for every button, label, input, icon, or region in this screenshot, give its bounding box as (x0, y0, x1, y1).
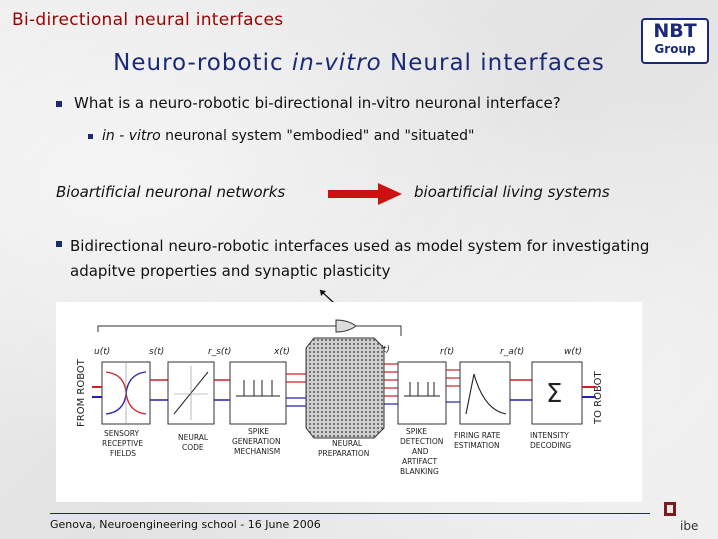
cursor-arrow-icon (319, 289, 335, 304)
signal-w: w(t) (564, 347, 582, 357)
label-intensity-1: INTENSITY (530, 431, 569, 440)
bullet-interfaces-text: Bidirectional neuro-robotic interfaces u… (70, 237, 650, 280)
connector-6-7 (510, 379, 532, 401)
sub-bullet-text: in - vitro neuronal system "embodied" an… (102, 128, 474, 144)
footer-text: Genova, Neuroengineering school - 16 Jun… (50, 518, 321, 531)
ibe-logo-text: ibe (680, 519, 698, 533)
label-spike-det-1: SPIKE (406, 427, 427, 436)
signal-u: u(t) (94, 347, 110, 357)
label-sensory-1: SENSORY (104, 429, 140, 438)
from-robot-label: FROM ROBOT (76, 358, 87, 427)
label-firing-rate-2: ESTIMATION (454, 441, 500, 450)
label-neural-code-1: NEURAL (178, 433, 209, 442)
spike-generation-block (229, 361, 287, 425)
label-neural-prep-1: NEURAL (332, 439, 363, 448)
sensory-block (101, 361, 151, 425)
title-part-2: in-vitro (291, 50, 382, 76)
feedback-gate (335, 319, 357, 333)
label-neural-prep-2: PREPARATION (318, 449, 369, 458)
bioartificial-systems-label: bioartificial living systems (414, 183, 610, 201)
feedback-line (97, 325, 336, 332)
ibe-logo: ibe (664, 502, 698, 533)
input-arrows (92, 386, 102, 398)
label-spike-gen-3: MECHANISM (234, 447, 280, 456)
block-diagram-figure: FROM ROBOT TO ROBOT u(t) s(t) r_s(t) x(t… (56, 302, 642, 502)
corner-title: Bi-directional neural interfaces (12, 10, 284, 30)
label-spike-det-2: DETECTION (400, 437, 443, 446)
output-arrows (582, 386, 596, 398)
slide-title: Neuro-robotic in-vitro Neural interfaces (0, 50, 718, 76)
title-part-3: Neural interfaces (381, 50, 605, 76)
bullet-square-icon (56, 101, 62, 107)
label-intensity-2: DECODING (530, 441, 571, 450)
sub-bullet-italic: in - vitro (102, 128, 161, 144)
connector-2-3 (214, 379, 230, 401)
label-spike-gen-2: GENERATION (232, 437, 281, 446)
connector-1-2 (150, 379, 168, 401)
title-part-1: Neuro-robotic (113, 50, 292, 76)
label-sensory-3: FIELDS (110, 449, 136, 458)
footer-divider (50, 513, 650, 514)
neural-preparation-block (305, 337, 385, 439)
signal-s: s(t) (149, 347, 164, 357)
sigma-symbol: Σ (546, 379, 562, 409)
connector-5-6 (446, 369, 460, 403)
logo-line-1: NBT (653, 20, 697, 42)
bullet-question-text: What is a neuro-robotic bi-directional i… (74, 94, 561, 112)
label-spike-det-3: AND (412, 447, 429, 456)
signal-ra: r_a(t) (500, 347, 524, 357)
connector-4-5 (384, 363, 398, 405)
label-firing-rate-1: FIRING RATE (454, 431, 501, 440)
label-spike-gen-1: SPIKE (248, 427, 269, 436)
label-spike-det-4: ARTIFACT (402, 457, 437, 466)
label-sensory-2: RECEPTIVE (102, 439, 143, 448)
sub-bullet-rest: neuronal system "embodied" and "situated… (160, 128, 475, 144)
signal-x: x(t) (273, 347, 290, 357)
label-neural-code-2: CODE (182, 443, 204, 452)
connector-3-4 (286, 373, 306, 407)
label-spike-det-5: BLANKING (400, 467, 439, 476)
signal-r: r(t) (440, 347, 454, 357)
sub-bullet-square-icon (88, 134, 93, 139)
block-diagram-svg: FROM ROBOT TO ROBOT u(t) s(t) r_s(t) x(t… (76, 319, 604, 476)
nbt-group-logo: NBT Group (641, 18, 709, 64)
right-arrow-icon (328, 183, 402, 205)
intensity-decoding-block: Σ (531, 361, 583, 425)
bioartificial-networks-label: Bioartificial neuronal networks (56, 183, 286, 201)
firing-rate-block (459, 361, 511, 425)
logo-line-2: Group (654, 42, 696, 56)
signal-rs: r_s(t) (208, 347, 231, 357)
to-robot-label: TO ROBOT (593, 370, 604, 425)
neural-code-block (167, 361, 215, 425)
spike-detection-block (397, 361, 447, 425)
bullet-square-icon (56, 241, 62, 247)
